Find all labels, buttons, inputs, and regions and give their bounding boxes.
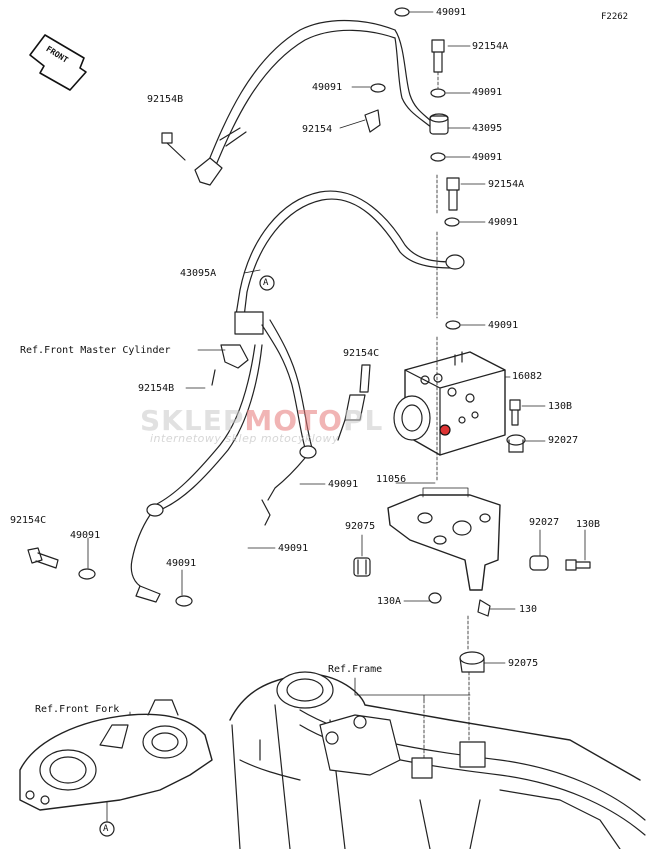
circle-a-label: A bbox=[263, 278, 269, 288]
part-label-92075: 92075 bbox=[508, 658, 539, 669]
part-label-92075: 92075 bbox=[345, 521, 376, 532]
part-label-49091: 49091 bbox=[312, 82, 343, 93]
sensor-92154C-left bbox=[27, 547, 193, 607]
part-label-49091: 49091 bbox=[472, 87, 503, 98]
part-label-49091: 49091 bbox=[436, 7, 467, 18]
part-label-92154B: 92154B bbox=[138, 383, 175, 394]
part-label-49091: 49091 bbox=[328, 479, 359, 490]
part-label-16082: 16082 bbox=[512, 371, 543, 382]
hose-junction bbox=[211, 311, 317, 526]
front-arrow-icon bbox=[29, 34, 87, 91]
part-label-49091: 49091 bbox=[472, 152, 503, 163]
watermark-tagline: internetowy sklep motocyklowy bbox=[150, 432, 340, 445]
part-label-49091: 49091 bbox=[166, 558, 197, 569]
bolt-130B-upper bbox=[506, 399, 526, 453]
part-label-92154A: 92154A bbox=[488, 179, 525, 190]
part-label-49091: 49091 bbox=[488, 320, 519, 331]
ref-frame: Ref.Frame bbox=[328, 664, 383, 675]
banjo-fitting-43095 bbox=[429, 113, 449, 135]
part-label-92154: 92154 bbox=[302, 124, 333, 135]
part-label-92154B: 92154B bbox=[147, 94, 184, 105]
ref-front-fork: Ref.Front Fork bbox=[35, 704, 120, 715]
sensor-92154C-mid bbox=[337, 364, 371, 441]
part-label-49091: 49091 bbox=[488, 217, 519, 228]
part-label-43095A: 43095A bbox=[180, 268, 217, 279]
abs-bracket-11056 bbox=[387, 494, 501, 591]
middle-brake-hose bbox=[235, 190, 465, 318]
circle-a-marker-top bbox=[259, 275, 275, 291]
part-label-130B: 130B bbox=[548, 401, 573, 412]
motorcycle-frame bbox=[229, 671, 646, 849]
part-label-130B: 130B bbox=[576, 519, 601, 530]
part-label-49091: 49091 bbox=[278, 543, 309, 554]
abs-hydraulic-unit bbox=[393, 351, 506, 456]
upper-brake-hose bbox=[194, 19, 433, 186]
circle-a-label: A bbox=[103, 824, 109, 834]
part-label-43095: 43095 bbox=[472, 123, 503, 134]
part-label-92154A: 92154A bbox=[472, 41, 509, 52]
part-label-92027: 92027 bbox=[548, 435, 579, 446]
diagram-code: F2262 bbox=[601, 12, 629, 22]
circle-a-marker-bottom bbox=[99, 789, 115, 837]
part-label-11056: 11056 bbox=[376, 474, 407, 485]
washer-top bbox=[370, 7, 461, 330]
part-label-92154C: 92154C bbox=[343, 348, 380, 359]
watermark-brand: SKLEPMOTOPL bbox=[140, 404, 384, 437]
part-label-130: 130 bbox=[519, 604, 538, 615]
grommet-92075 bbox=[353, 555, 591, 673]
part-label-130A: 130A bbox=[377, 596, 402, 607]
part-label-92154C: 92154C bbox=[10, 515, 47, 526]
part-label-92027: 92027 bbox=[529, 517, 560, 528]
ref-front-master-cylinder: Ref.Front Master Cylinder bbox=[20, 345, 171, 356]
left-brake-hose bbox=[130, 344, 263, 603]
front-fork-triple-clamp bbox=[19, 699, 213, 811]
part-label-49091: 49091 bbox=[70, 530, 101, 541]
